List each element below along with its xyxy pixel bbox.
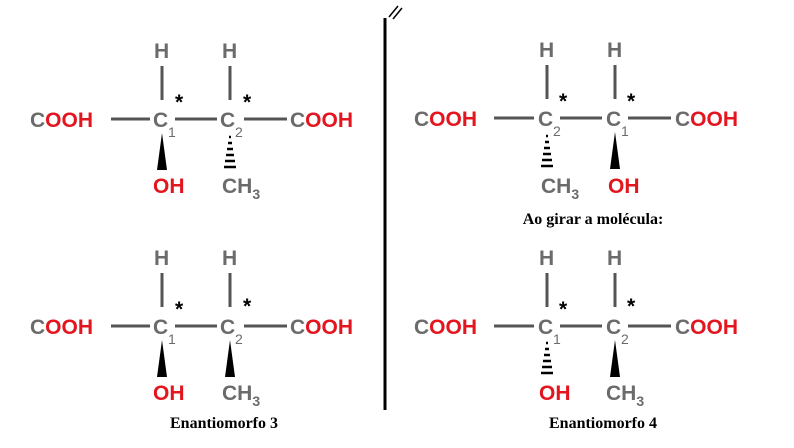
cooh-left: COOH bbox=[30, 109, 93, 132]
carbon-2: C bbox=[606, 316, 621, 339]
hydrogen: H bbox=[154, 247, 169, 270]
methyl: CH3 bbox=[541, 175, 579, 202]
carbon-index: 2 bbox=[553, 123, 561, 139]
chiral-mark: * bbox=[627, 295, 636, 318]
methyl: CH3 bbox=[222, 382, 260, 409]
caption-enantiomer-3: Enantiomorfo 3 bbox=[170, 415, 278, 432]
wedge-bond bbox=[610, 132, 620, 169]
divider-break-mark bbox=[392, 7, 403, 20]
carbon-index: 1 bbox=[621, 123, 629, 139]
wedge-bond bbox=[157, 340, 167, 377]
wedge-bond bbox=[157, 133, 167, 170]
hydrogen: H bbox=[154, 40, 169, 63]
carbon-index: 2 bbox=[235, 124, 243, 140]
carbon-1: C bbox=[153, 109, 168, 132]
chiral-mark: * bbox=[243, 91, 252, 114]
rotate-note: Ao girar a molécula: bbox=[523, 211, 664, 228]
carbon-1: C bbox=[538, 316, 553, 339]
carbon-index: 2 bbox=[235, 331, 243, 347]
cooh-right: COOH bbox=[290, 109, 353, 132]
cooh-right: COOH bbox=[290, 316, 353, 339]
carbon-2: C bbox=[538, 108, 553, 131]
chiral-mark: * bbox=[243, 295, 252, 318]
hydroxyl: OH bbox=[153, 175, 185, 198]
hash-bond bbox=[224, 135, 236, 169]
hydrogen: H bbox=[222, 247, 237, 270]
hydrogen: H bbox=[607, 247, 622, 270]
caption-enantiomer-4: Enantiomorfo 4 bbox=[549, 415, 657, 432]
hydrogen: H bbox=[539, 247, 554, 270]
chiral-mark: * bbox=[175, 298, 184, 321]
chiral-mark: * bbox=[627, 90, 636, 113]
methyl: CH3 bbox=[222, 175, 260, 202]
chiral-mark: * bbox=[559, 90, 568, 113]
hydrogen: H bbox=[539, 39, 554, 62]
chiral-mark: * bbox=[175, 91, 184, 114]
hydroxyl: OH bbox=[153, 382, 185, 405]
carbon-1: C bbox=[153, 316, 168, 339]
wedge-bond bbox=[225, 340, 235, 377]
molecule-bottom-left: COOH C 1 * C 2 * COOH H H OH CH3 bbox=[30, 247, 353, 409]
carbon-index: 1 bbox=[553, 331, 561, 347]
carbon-index: 1 bbox=[168, 331, 176, 347]
molecule-top-right: COOH C 2 * C 1 * COOH H H CH3 OH bbox=[414, 39, 738, 202]
divider-break-mark bbox=[388, 5, 399, 18]
wedge-bond bbox=[610, 340, 620, 377]
cooh-left: COOH bbox=[414, 108, 477, 131]
carbon-index: 1 bbox=[168, 124, 176, 140]
carbon-index: 2 bbox=[621, 331, 629, 347]
methyl: CH3 bbox=[606, 382, 644, 409]
hydroxyl: OH bbox=[608, 175, 640, 198]
carbon-2: C bbox=[220, 316, 235, 339]
hydrogen: H bbox=[222, 40, 237, 63]
hash-bond bbox=[541, 134, 553, 168]
carbon-2: C bbox=[220, 109, 235, 132]
cooh-left: COOH bbox=[30, 316, 93, 339]
cooh-left: COOH bbox=[414, 316, 477, 339]
molecule-top-left: COOH C 1 * C 2 * COOH H H OH CH3 bbox=[30, 40, 353, 202]
hash-bond bbox=[541, 341, 553, 375]
carbon-1: C bbox=[606, 108, 621, 131]
hydrogen: H bbox=[607, 39, 622, 62]
molecule-bottom-right: COOH C 1 * C 2 * COOH H H OH CH3 bbox=[414, 247, 738, 409]
chiral-mark: * bbox=[559, 298, 568, 321]
cooh-right: COOH bbox=[675, 316, 738, 339]
hydroxyl: OH bbox=[539, 382, 571, 405]
cooh-right: COOH bbox=[675, 108, 738, 131]
